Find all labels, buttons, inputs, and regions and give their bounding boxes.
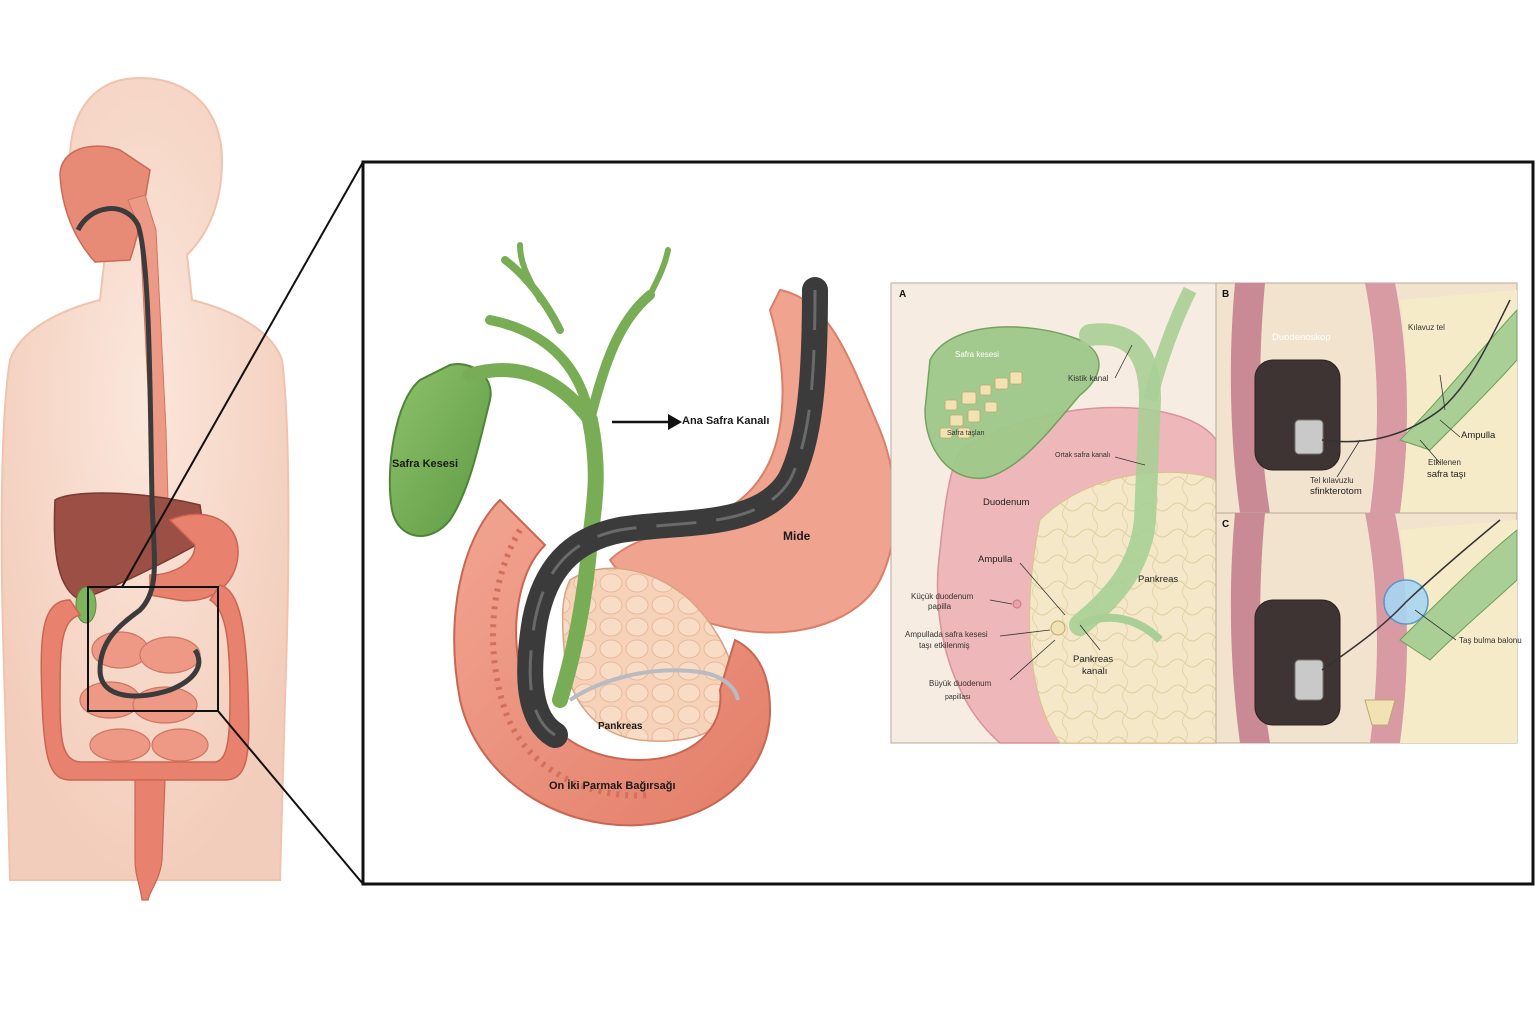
panel-b-etkilenen-1: Etkilenen (1428, 458, 1461, 467)
panel-a-gallbladder (924, 326, 1100, 479)
gallbladder-small (75, 586, 97, 624)
label-ana-safra-kanali: Ana Safra Kanalı (682, 415, 770, 427)
panel-a-kistik-kanal: Kistik kanal (1068, 374, 1109, 383)
panel-a-pancreatic-duct (1078, 613, 1163, 643)
panel-a-letter: A (899, 289, 907, 300)
label-mide: Mide (783, 529, 811, 543)
panel-c-tas-bulma-balonu: Taş bulma balonu (1459, 636, 1522, 645)
panel-a-pankreas-kanali-1: Pankreas (1073, 654, 1114, 665)
inset-panels (890, 282, 1518, 744)
panel-b-etkilenen-2: safra taşı (1427, 469, 1467, 480)
label-pankreas: Pankreas (598, 721, 643, 732)
panel-c-scope-tip (1294, 659, 1324, 701)
label-on-iki-parmak: On İki Parmak Bağırsağı (549, 780, 676, 792)
body-figure (0, 76, 364, 901)
endoscope-highlight (528, 289, 817, 737)
endoscope-small (75, 206, 202, 699)
panel-a-impacted-stone (1050, 620, 1066, 636)
panel-a-ortak-safra: Ortak safra kanalı (1055, 452, 1111, 459)
panel-c-wire (1321, 519, 1501, 671)
panel-a-pancreas (1029, 471, 1217, 744)
panel-a-duodenum: Duodenum (983, 497, 1030, 508)
panel-b-letter: B (1222, 289, 1230, 300)
panel-c-letter: C (1222, 519, 1230, 530)
panel-a-gallstones (939, 371, 1023, 439)
panel-a-ampulla: Ampulla (978, 554, 1013, 565)
panel-a-pankreas-kanali-2: kanalı (1082, 666, 1108, 677)
leader-lines (989, 344, 1461, 681)
panel-a-buyuk-papilla-1: Büyük duodenum (929, 679, 992, 688)
panel-b-wire (1321, 299, 1511, 443)
gallbladder-main (388, 363, 492, 537)
pancreatic-duct (568, 668, 740, 702)
panel-b-kilavuz-tel: Kılavuz tel (1408, 323, 1445, 332)
liver (53, 492, 206, 601)
large-intestine (40, 584, 250, 781)
panel-a-minor-papilla (1012, 599, 1022, 609)
panel-a-safra-taslari: Safra taşları (947, 430, 985, 437)
zoom-line-top (121, 161, 364, 588)
panel-a-safra-kesesi: Safra kesesi (955, 350, 1000, 359)
duodenum-folds (490, 528, 651, 799)
panel-a-hepatic-duct (1143, 286, 1197, 402)
panel-b-scope-tip (1294, 419, 1324, 455)
panel-b-duodenoskop: Duodenoskop (1272, 332, 1331, 343)
panel-a-ampulla-tas-1: Ampullada safra kesesi (905, 630, 988, 639)
rectum (134, 779, 166, 901)
panel-a-pankreas: Pankreas (1138, 574, 1179, 585)
panel-a-ampulla-tas-2: taşı etkilenmiş (919, 641, 970, 650)
panel-b-ampulla: Ampulla (1461, 430, 1496, 441)
panel-c-stone (1364, 699, 1396, 726)
panel-a-bile-duct (1069, 323, 1162, 636)
label-safra-kesesi: Safra Kesesi (392, 458, 459, 470)
panel-c-wall-right (1365, 513, 1407, 743)
main-anatomy (388, 242, 896, 827)
panel-b-sfinkterotom-1: Tel kılavuzlu (1310, 476, 1354, 485)
zoom-box (87, 586, 219, 712)
zoom-line-bottom (217, 710, 364, 885)
panel-c-duct (1399, 528, 1518, 661)
panel-a-buyuk-papilla-2: papillası (945, 694, 971, 701)
bile-duct-arrowhead (668, 414, 682, 430)
panel-a-kucuk-papilla-1: Küçük duodenum (911, 592, 974, 601)
panel-b-sfinkterotom-2: sfinkterotom (1310, 486, 1362, 497)
panel-b-wall-right (1365, 283, 1407, 513)
panel-a-kucuk-papilla-2: papilla (928, 602, 952, 611)
